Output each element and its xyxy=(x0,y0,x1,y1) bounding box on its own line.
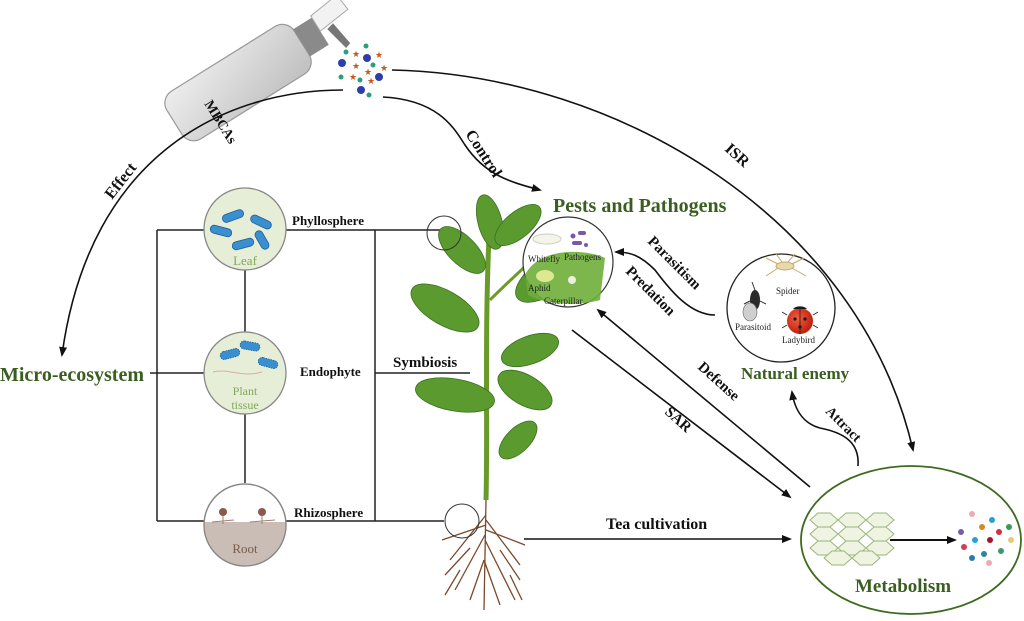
endophyte-label: Endophyte xyxy=(300,364,361,379)
metabolism-label: Metabolism xyxy=(855,576,951,597)
cells-icon xyxy=(809,512,895,566)
isr-arrow xyxy=(391,69,916,452)
tea-roots xyxy=(441,499,526,611)
parasitoid-label: Parasitoid xyxy=(735,322,771,332)
plant-label: Plant xyxy=(233,384,258,398)
whitefly-label: Whitefly xyxy=(528,254,560,264)
sar-arrow xyxy=(571,329,792,499)
sar-label: SAR xyxy=(661,404,694,436)
defense-label: Defense xyxy=(694,359,742,405)
ladybird-icon xyxy=(781,306,819,334)
control-arrow xyxy=(382,96,542,192)
control-label: Control xyxy=(462,127,505,181)
svg-text:★: ★ xyxy=(367,76,375,86)
natural-enemy-label: Natural enemy xyxy=(741,364,850,383)
spray-bottle: MBCAs xyxy=(164,0,351,147)
parasitoid-icon xyxy=(742,281,767,322)
root-circle: Root xyxy=(203,483,287,567)
aphid-icon xyxy=(536,270,554,282)
caterpillar-label: Caterpillar xyxy=(544,296,582,306)
ladybird-label: Ladybird xyxy=(782,335,815,345)
rhizosphere-label: Rhizosphere xyxy=(294,505,363,520)
whitefly-icon xyxy=(532,233,562,245)
svg-text:★: ★ xyxy=(380,63,388,73)
metabolites-icon xyxy=(958,511,1014,566)
tissue-label: tissue xyxy=(231,398,258,412)
svg-text:★: ★ xyxy=(349,72,357,82)
isr-label: ISR xyxy=(721,140,753,171)
spider-icon xyxy=(765,253,807,277)
micro-habitat-frame xyxy=(150,229,470,522)
metabolism-ellipse: Metabolism xyxy=(800,465,1022,615)
bacteria-icon xyxy=(209,209,272,251)
svg-text:★: ★ xyxy=(364,67,372,77)
leaf-label: Leaf xyxy=(233,253,257,268)
leaf-circle: Leaf xyxy=(203,187,287,271)
svg-text:★: ★ xyxy=(352,61,360,71)
spray-particles: ★ ★ ★ ★ ★ ★ ★ xyxy=(338,43,388,98)
spider-label: Spider xyxy=(776,286,800,296)
pathogens-label: Pathogens xyxy=(564,252,601,262)
micro-ecosystem-label: Micro-ecosystem xyxy=(0,364,144,386)
parasitism-predation-arrow xyxy=(614,248,716,316)
pests-circle: Whitefly Pathogens Aphid Caterpillar xyxy=(522,216,614,308)
caterpillar-icon xyxy=(568,276,576,284)
tea-cultivation-label: Tea cultivation xyxy=(606,516,707,533)
bacteria-icon xyxy=(219,340,279,369)
defense-arrow xyxy=(596,308,811,488)
svg-text:★: ★ xyxy=(352,49,360,59)
symbiosis-label: Symbiosis xyxy=(393,355,457,371)
natural-enemy-circle: Spider Parasitoid Ladybird xyxy=(726,253,836,363)
svg-text:★: ★ xyxy=(375,50,383,60)
root-label: Root xyxy=(232,541,258,556)
attract-label: Attract xyxy=(822,404,864,446)
pests-pathogens-label: Pests and Pathogens xyxy=(553,195,727,217)
effect-arrow xyxy=(59,89,344,357)
pathogen-icon xyxy=(570,231,588,247)
plant-tissue-circle: Plant tissue xyxy=(203,331,287,415)
attract-arrow xyxy=(789,390,859,467)
aphid-label: Aphid xyxy=(528,283,551,293)
phyllosphere-label: Phyllosphere xyxy=(292,213,364,228)
predation-label: Predation xyxy=(622,264,678,320)
